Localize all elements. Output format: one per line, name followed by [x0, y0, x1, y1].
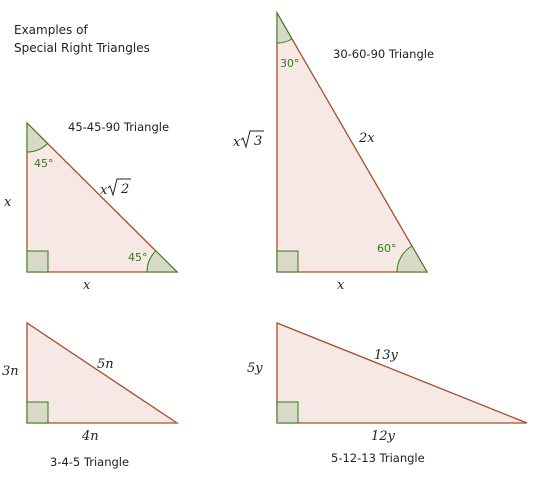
- right-angle-marker-51213: [276, 401, 299, 424]
- side-label-45-bottom: x: [83, 278, 91, 293]
- side-label-51213-hyp: 13y: [374, 348, 399, 363]
- triangle-45-45-90-name: 45-45-90 Triangle: [68, 120, 169, 134]
- triangle-30-60-90: 30-60-90 Triangle 30° 60° x 3 2x x: [233, 10, 434, 293]
- radical-sign-45: [107, 178, 131, 197]
- angle-arc-30-top: [276, 11, 293, 44]
- angle-label-45-right: 45°: [128, 251, 148, 264]
- right-angle-marker-30: [276, 250, 299, 273]
- triangle-45-45-90: 45-45-90 Triangle 45° 45° x x x 2: [4, 120, 179, 293]
- side-label-45-hyp-radicand: 2: [120, 182, 129, 197]
- right-angle-marker-345: [26, 401, 49, 424]
- side-label-45-hyp-base: x: [100, 183, 108, 198]
- title-line-2: Special Right Triangles: [14, 41, 150, 55]
- angle-arc-45-right: [146, 250, 179, 273]
- title-line-1: Examples of: [14, 23, 88, 37]
- triangle-5-12-13-name: 5-12-13 Triangle: [331, 451, 425, 465]
- side-label-30-left-radicand: 3: [254, 134, 262, 149]
- side-label-45-left: x: [4, 195, 12, 210]
- side-label-30-bottom: x: [337, 278, 345, 293]
- triangle-5-12-13: 5y 13y 12y 5-12-13 Triangle: [247, 322, 528, 465]
- triangle-30-60-90-shape: [276, 10, 429, 273]
- side-label-30-hyp: 2x: [358, 131, 375, 146]
- triangle-30-60-90-name: 30-60-90 Triangle: [333, 47, 434, 61]
- angle-label-30-top: 30°: [280, 57, 300, 70]
- angle-label-60-right: 60°: [377, 242, 397, 255]
- side-label-30-left-base: x: [233, 135, 241, 150]
- angle-arc-60-right: [396, 245, 428, 273]
- triangle-45-45-90-shape: [26, 121, 179, 273]
- side-label-345-bottom: 4n: [81, 429, 99, 444]
- right-angle-marker-45: [26, 250, 49, 273]
- angle-label-45-top: 45°: [34, 157, 54, 170]
- triangle-5-12-13-shape: [276, 322, 528, 424]
- side-label-51213-bottom: 12y: [371, 429, 396, 444]
- radical-sign-30: [240, 130, 264, 149]
- angle-arc-45-top: [26, 121, 49, 153]
- triangle-3-4-5: 3n 5n 4n 3-4-5 Triangle: [2, 321, 180, 469]
- side-label-345-left: 3n: [2, 364, 19, 379]
- side-label-51213-left: 5y: [247, 361, 263, 376]
- triangle-3-4-5-shape: [26, 321, 180, 424]
- triangle-3-4-5-name: 3-4-5 Triangle: [50, 455, 129, 469]
- side-label-345-hyp: 5n: [97, 357, 114, 372]
